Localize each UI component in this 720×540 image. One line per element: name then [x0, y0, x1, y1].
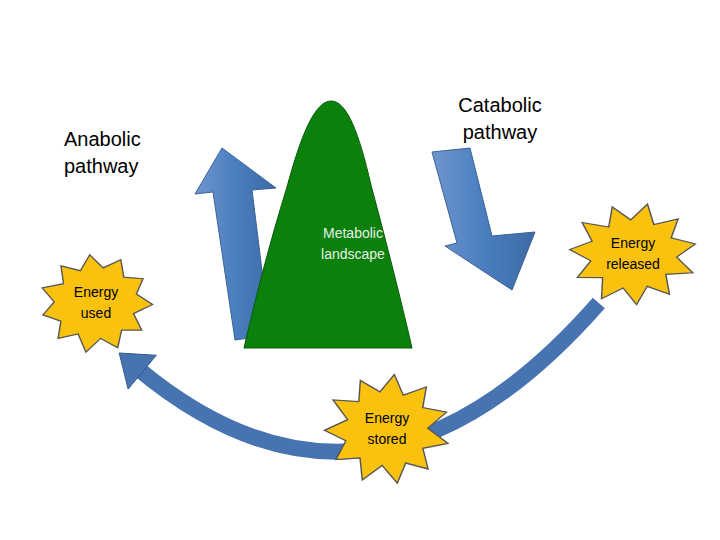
- bell-shape: [243, 95, 413, 350]
- node-label: Energy released: [601, 233, 665, 275]
- star-shape: [38, 253, 154, 353]
- energy-star: Energy released: [572, 205, 694, 303]
- star-outline: [324, 375, 448, 484]
- star-shape: [327, 376, 447, 482]
- pathway-label: Anabolic pathway: [64, 126, 174, 180]
- node-label: Energy stored: [356, 408, 418, 450]
- node-text-group: Energy used: [38, 253, 154, 353]
- landscape-hill: Metabolic landscape: [243, 95, 413, 350]
- star-shape: [572, 205, 694, 303]
- node-text-group: Metabolic landscape: [293, 223, 413, 265]
- pathway-label: Catabolic pathway: [436, 92, 564, 146]
- arrow-head: [119, 353, 156, 389]
- energy-star: Energy stored: [327, 376, 447, 482]
- node-text-group: Energy released: [572, 205, 694, 303]
- star-outline: [570, 204, 696, 305]
- catabolic-arrow: [432, 148, 535, 290]
- energy-star: Energy used: [38, 253, 154, 353]
- node-label: Metabolic landscape: [293, 223, 413, 265]
- bell-outline: [244, 101, 412, 348]
- node-text-group: Energy stored: [327, 376, 447, 482]
- star-outline: [42, 255, 152, 352]
- node-label: Energy used: [66, 282, 126, 324]
